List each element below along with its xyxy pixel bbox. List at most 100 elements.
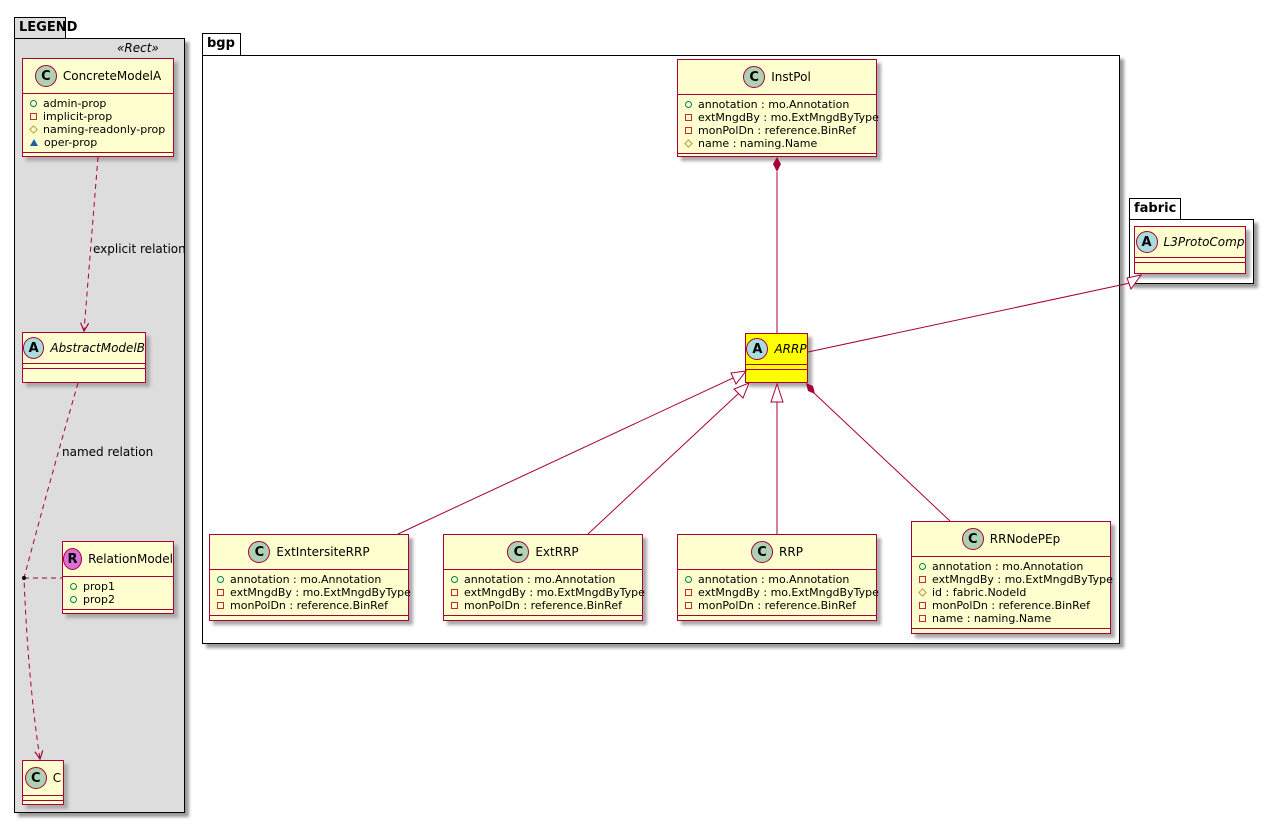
attribute-list bbox=[23, 796, 63, 801]
attribute-text: annotation : mo.Annotation bbox=[698, 573, 850, 586]
public-circle-icon bbox=[70, 583, 77, 590]
private-square-icon bbox=[919, 576, 926, 583]
class-name: ConcreteModelA bbox=[62, 69, 162, 83]
class-name: RelationModel bbox=[88, 552, 173, 566]
rrnodepep-arrp-composition bbox=[813, 392, 951, 522]
attribute-text: annotation : mo.Annotation bbox=[464, 573, 616, 586]
attribute: name : naming.Name bbox=[684, 137, 876, 150]
abstract-badge-icon: A bbox=[746, 338, 769, 360]
relation-badge-icon: R bbox=[63, 548, 83, 570]
named-relation-label: named relation bbox=[62, 445, 154, 459]
class-name: ExtRRP bbox=[535, 545, 579, 559]
class-badge-icon: C bbox=[751, 541, 774, 563]
public-circle-icon bbox=[451, 576, 458, 583]
private-square-icon bbox=[685, 589, 692, 596]
generalization-triangle-icon bbox=[733, 382, 750, 399]
generalization-triangle-icon bbox=[1126, 274, 1143, 291]
class-header: C RRNodePEp bbox=[912, 522, 1110, 557]
attribute-text: extMngdBy : mo.ExtMngdByType bbox=[464, 586, 645, 599]
attribute: admin-prop bbox=[30, 97, 173, 110]
attribute: annotation : mo.Annotation bbox=[217, 573, 408, 586]
attribute-text: annotation : mo.Annotation bbox=[230, 573, 382, 586]
attribute-text: monPolDn : reference.BinRef bbox=[230, 599, 388, 612]
class-extintersiterrp[interactable]: C ExtIntersiteRRP annotation : mo.Annotati… bbox=[209, 534, 411, 621]
class-name: ARRP bbox=[774, 342, 807, 356]
class-header: R RelationModel bbox=[63, 542, 173, 577]
abstract-badge-icon: A bbox=[1135, 231, 1158, 253]
composition-diamond-icon bbox=[773, 157, 781, 172]
attribute-text: oper-prop bbox=[44, 136, 98, 149]
generalization-triangle-icon bbox=[770, 382, 784, 403]
attribute-list bbox=[23, 364, 145, 369]
private-square-icon bbox=[451, 602, 458, 609]
class-name: RRNodePEp bbox=[989, 532, 1061, 546]
attribute: monPolDn : reference.BinRef bbox=[685, 599, 876, 612]
package-triangle-icon bbox=[30, 139, 38, 146]
attribute-list bbox=[746, 365, 807, 370]
attribute-text: annotation : mo.Annotation bbox=[932, 560, 1084, 573]
class-name: InstPol bbox=[771, 70, 811, 84]
attribute-text: name : naming.Name bbox=[932, 612, 1052, 625]
private-square-icon bbox=[685, 114, 692, 121]
legend-package-tab: LEGEND bbox=[14, 17, 77, 39]
attribute-text: annotation : mo.Annotation bbox=[698, 98, 850, 111]
relation-junction-dot bbox=[22, 576, 26, 580]
extintersiterrp-arrp-generalization bbox=[397, 377, 734, 535]
class-badge-icon: C bbox=[248, 541, 271, 563]
class-header: A L3ProtoComp bbox=[1135, 227, 1245, 258]
private-square-icon bbox=[685, 602, 692, 609]
attribute-text: extMngdBy : mo.ExtMngdByType bbox=[932, 573, 1113, 586]
private-square-icon bbox=[919, 602, 926, 609]
private-square-icon bbox=[30, 113, 37, 120]
private-square-icon bbox=[919, 615, 926, 622]
attribute: id : fabric.NodeId bbox=[918, 586, 1110, 599]
private-square-icon bbox=[451, 589, 458, 596]
public-circle-icon bbox=[30, 100, 37, 107]
attribute: extMngdBy : mo.ExtMngdByType bbox=[919, 573, 1113, 586]
attribute-text: extMngdBy : mo.ExtMngdByType bbox=[230, 586, 411, 599]
attribute: monPolDn : reference.BinRef bbox=[685, 124, 876, 137]
explicit-relation-edge bbox=[84, 156, 99, 331]
attribute: prop1 bbox=[70, 580, 173, 593]
composition-diamond-icon bbox=[806, 383, 815, 394]
attribute-text: naming-readonly-prop bbox=[43, 123, 166, 136]
class-badge-icon: C bbox=[34, 65, 57, 87]
class-arrp[interactable]: A ARRP bbox=[745, 333, 808, 383]
attribute-text: id : fabric.NodeId bbox=[932, 586, 1027, 599]
class-header: C ConcreteModelA bbox=[23, 59, 173, 94]
class-badge-icon: C bbox=[743, 66, 766, 88]
public-circle-icon bbox=[685, 576, 692, 583]
attribute-text: extMngdBy : mo.ExtMngdByType bbox=[698, 586, 879, 599]
extrrp-arrp-generalization bbox=[587, 392, 740, 535]
attribute: monPolDn : reference.BinRef bbox=[919, 599, 1110, 612]
attribute: annotation : mo.Annotation bbox=[685, 573, 876, 586]
attribute-text: prop1 bbox=[83, 580, 115, 593]
attribute: prop2 bbox=[70, 593, 173, 606]
class-l3protocomp[interactable]: A L3ProtoComp bbox=[1134, 226, 1246, 274]
public-circle-icon bbox=[70, 596, 77, 603]
class-name: ExtIntersiteRRP bbox=[276, 545, 370, 559]
class-badge-icon: C bbox=[961, 528, 984, 550]
arrp-l3protocomp-generalization bbox=[807, 282, 1131, 353]
attribute-text: name : naming.Name bbox=[698, 137, 818, 150]
private-square-icon bbox=[217, 589, 224, 596]
attribute-text: monPolDn : reference.BinRef bbox=[698, 124, 856, 137]
class-name: L3ProtoComp bbox=[1163, 235, 1245, 249]
attribute-text: implicit-prop bbox=[43, 110, 113, 123]
